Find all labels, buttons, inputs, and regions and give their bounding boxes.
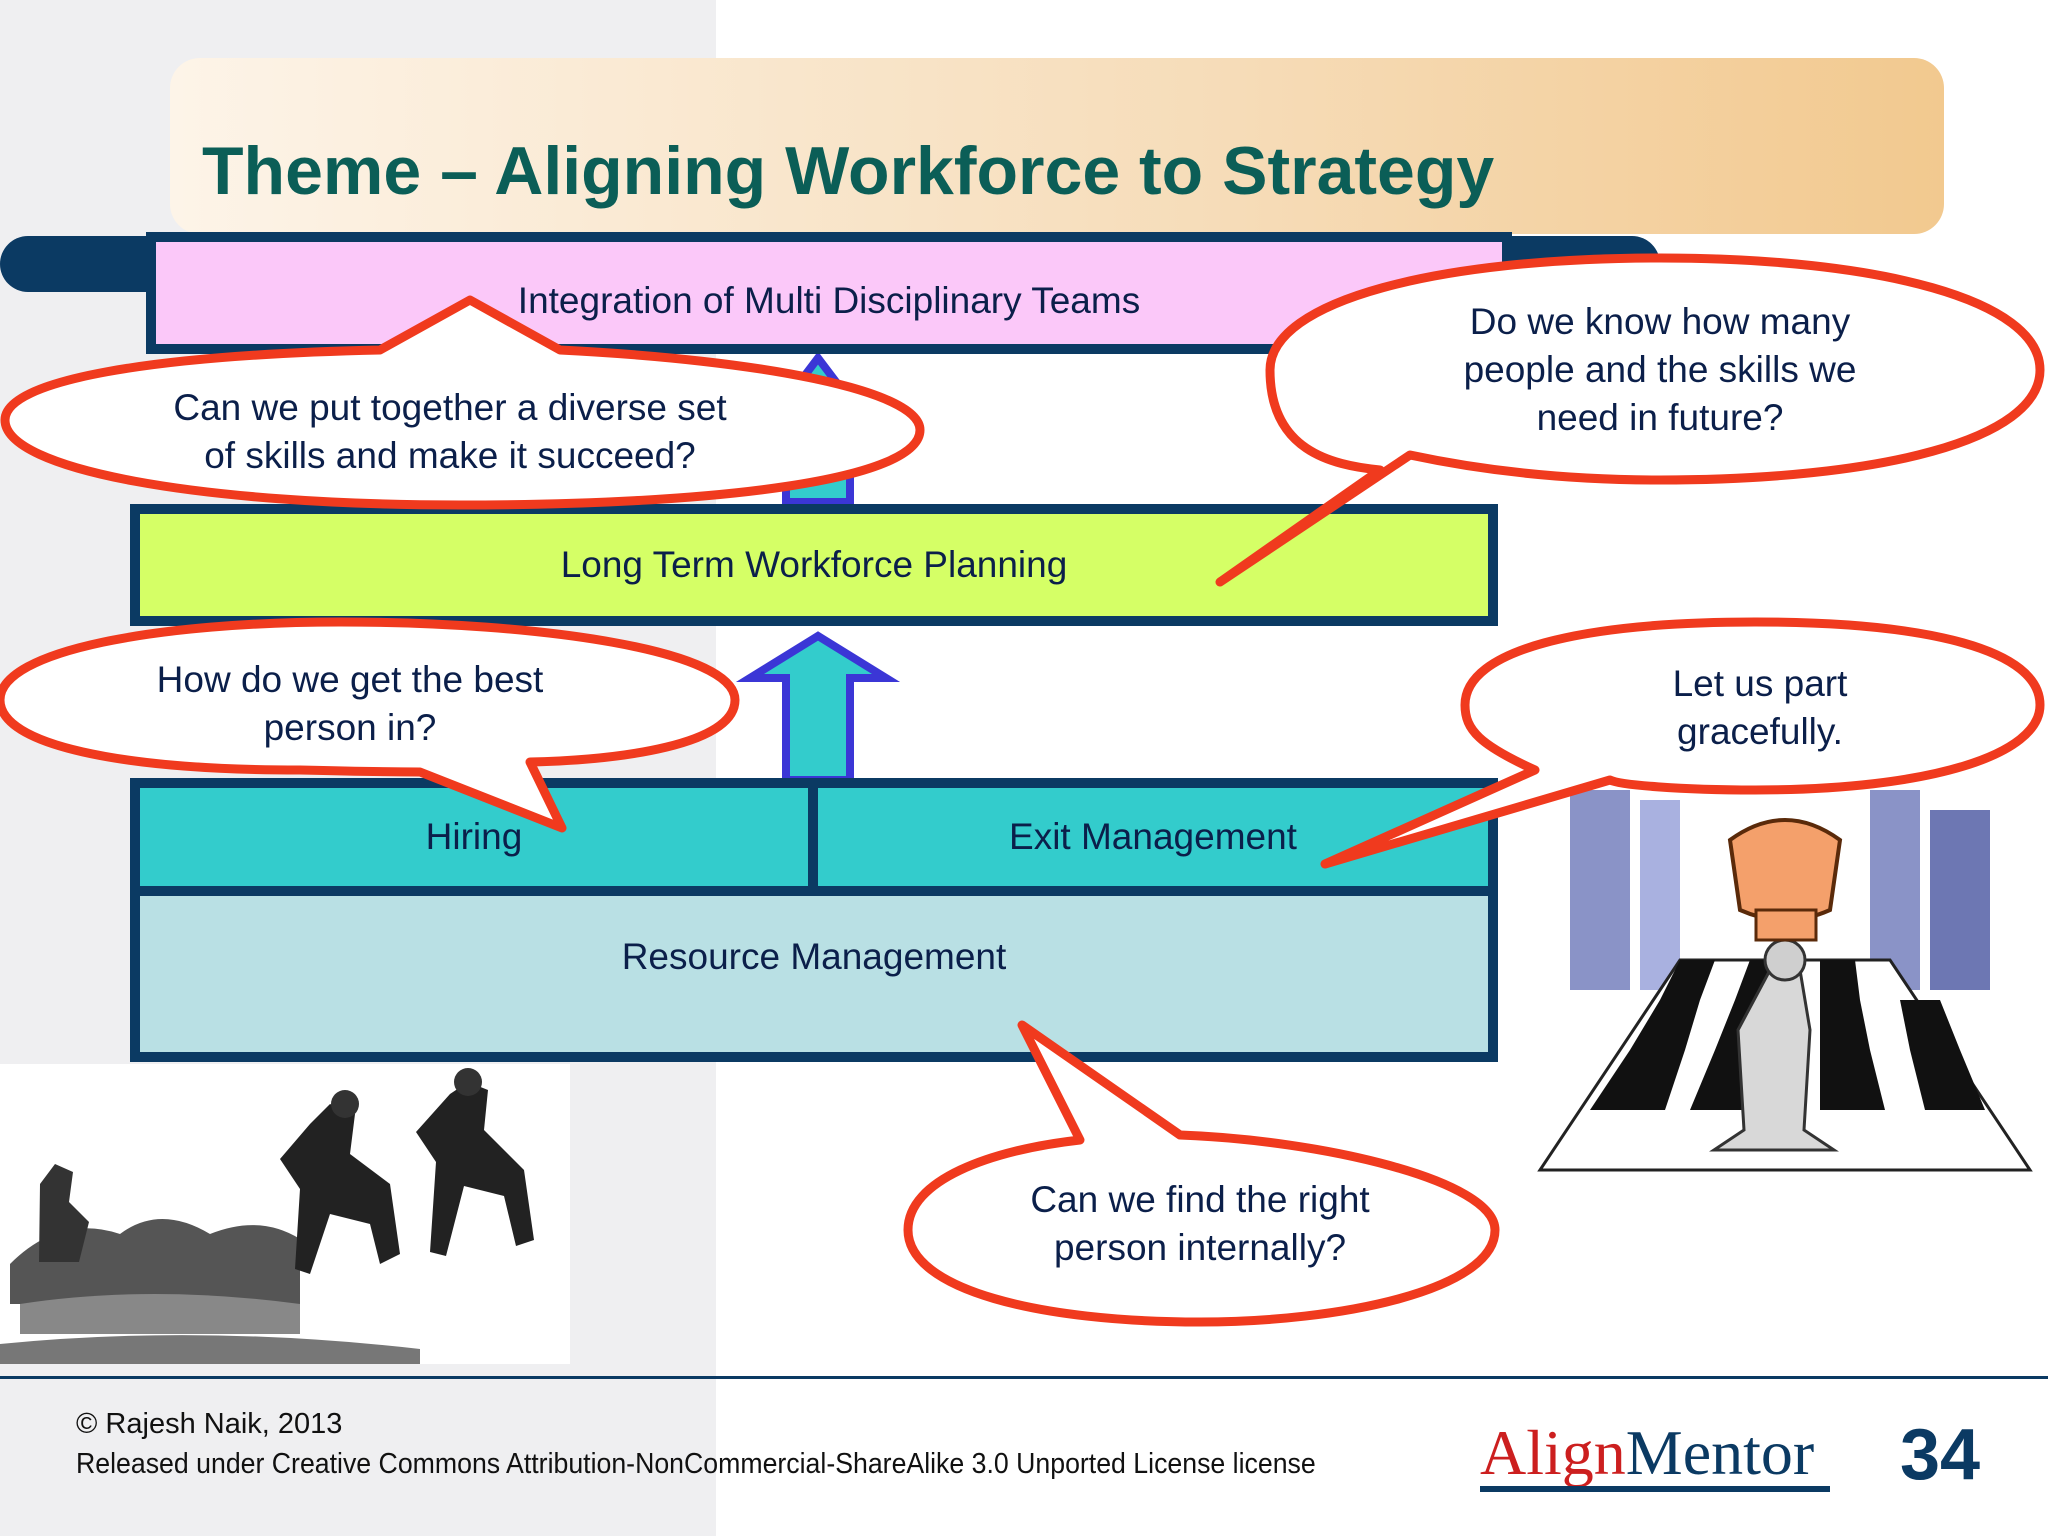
bubble-how-many: Do we know how many people and the skill… (1380, 298, 1940, 442)
exit-label: Exit Management (1009, 816, 1297, 857)
bubble-internal-shape (903, 1020, 1500, 1327)
bubble-part-line1: Let us part (1672, 663, 1848, 704)
title-band (170, 58, 1944, 234)
bubble-best-person-line2: person in? (263, 707, 437, 748)
lower-arrow-icon (735, 631, 901, 784)
background-bottom-left (0, 1380, 170, 1536)
bubble-part: Let us part gracefully. (1560, 660, 1960, 756)
bubble-how-many-line2: people and the skills we (1463, 349, 1857, 390)
bubble-diverse-line2: of skills and make it succeed? (204, 435, 696, 476)
bubble-how-many-shape (1215, 253, 2045, 587)
alignmentor-logo: AlignMentor (1480, 1416, 1814, 1490)
integration-label: Integration of Multi Disciplinary Teams (517, 280, 1141, 321)
bubble-internal-line2: person internally? (1053, 1227, 1347, 1268)
bubble-diverse-line1: Can we put together a diverse set (173, 387, 727, 428)
bubble-how-many-line3: need in future? (1536, 397, 1784, 438)
bubble-part-shape (1320, 617, 2045, 869)
bubble-best-person: How do we get the best person in? (80, 656, 620, 752)
bubble-internal-line1: Can we find the right (1030, 1179, 1370, 1220)
bubble-best-person-line1: How do we get the best (156, 659, 544, 700)
copyright-text: © Rajesh Naik, 2013 (76, 1408, 343, 1440)
logo-underline (1480, 1486, 1830, 1492)
bubble-diverse-shape (0, 295, 925, 510)
long-term-label: Long Term Workforce Planning (560, 544, 1068, 585)
resource-management-box: Resource Management (130, 886, 1498, 1062)
slide-title: Theme – Aligning Workforce to Strategy (202, 133, 1495, 209)
bubble-best-person-shape (0, 617, 740, 833)
chess-illustration (1537, 790, 2033, 1172)
logo-mentor: Mentor (1625, 1417, 1815, 1488)
bubble-internal: Can we find the right person internally? (960, 1176, 1440, 1272)
bubble-diverse: Can we put together a diverse set of ski… (80, 384, 820, 480)
bubble-part-line2: gracefully. (1677, 711, 1843, 752)
license-text: Released under Creative Commons Attribut… (76, 1448, 1316, 1480)
bubble-how-many-line1: Do we know how many (1469, 301, 1851, 342)
footer-divider (0, 1376, 2048, 1379)
cowboys-illustration (0, 1064, 570, 1364)
long-term-planning-box: Long Term Workforce Planning (130, 504, 1498, 626)
hiring-label: Hiring (425, 816, 523, 857)
page-number: 34 (1900, 1415, 1981, 1495)
resource-label: Resource Management (621, 936, 1007, 977)
logo-align: Align (1480, 1417, 1626, 1488)
